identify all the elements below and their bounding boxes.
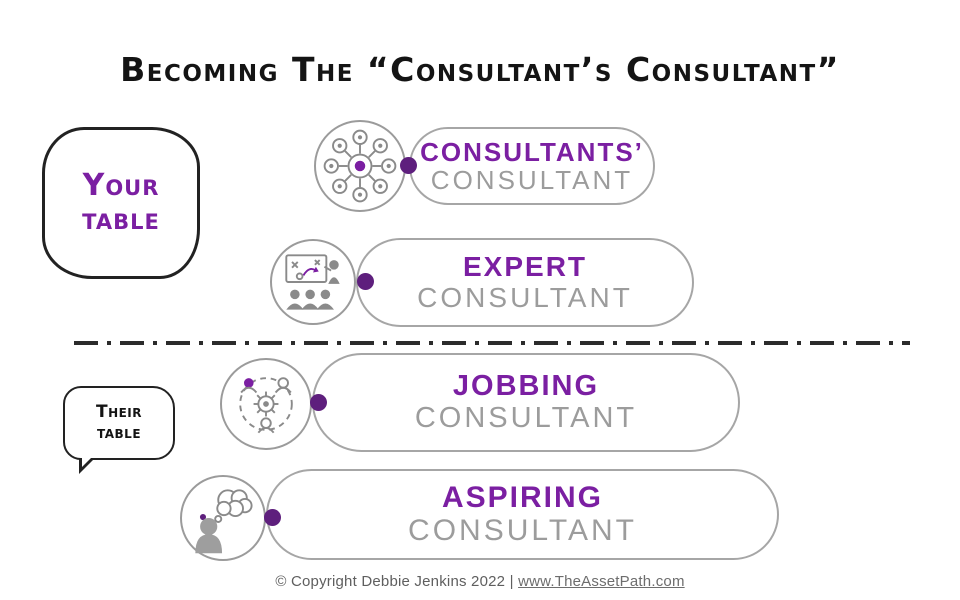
their-table-label-bubble: Their table <box>63 386 175 474</box>
footer: © Copyright Debbie Jenkins 2022 | www.Th… <box>0 573 960 590</box>
level-line2: CONSULTANT <box>414 401 638 434</box>
training-presentation-icon <box>270 239 356 325</box>
their-table-line1: Their <box>95 401 143 422</box>
level-line1: CONSULTANTS’ <box>420 136 644 167</box>
pill-expert-consultant: EXPERT CONSULTANT <box>356 238 694 327</box>
connector-dot <box>357 273 374 290</box>
level-line2: CONSULTANT <box>408 513 637 547</box>
your-table-line2: table <box>82 202 160 237</box>
pill-consultants-consultant: CONSULTANTS’ CONSULTANT <box>409 127 655 205</box>
level-line2: CONSULTANT <box>430 165 634 195</box>
level-line1: JOBBING <box>452 370 600 403</box>
your-table-label-box: Your table <box>42 127 200 279</box>
asset-path-link[interactable]: www.TheAssetPath.com <box>518 573 685 590</box>
pill-aspiring-consultant: ASPIRING CONSULTANT <box>266 469 779 560</box>
level-line1: EXPERT <box>462 251 588 283</box>
level-line2: CONSULTANT <box>417 281 633 313</box>
thinking-person-icon <box>180 475 266 561</box>
connector-dot <box>400 157 417 174</box>
page-title: Becoming The “Consultant’s Consultant” <box>120 50 840 89</box>
your-table-line1: Your <box>82 167 160 203</box>
network-icon <box>314 120 406 212</box>
table-divider-line <box>72 335 912 345</box>
copyright-text: © Copyright Debbie Jenkins 2022 | <box>275 573 514 590</box>
connector-dot <box>310 394 327 411</box>
team-gears-icon <box>220 358 312 450</box>
level-line1: ASPIRING <box>441 481 604 515</box>
connector-dot <box>264 509 281 526</box>
their-table-line2: table <box>96 423 142 443</box>
pill-jobbing-consultant: JOBBING CONSULTANT <box>312 353 740 452</box>
